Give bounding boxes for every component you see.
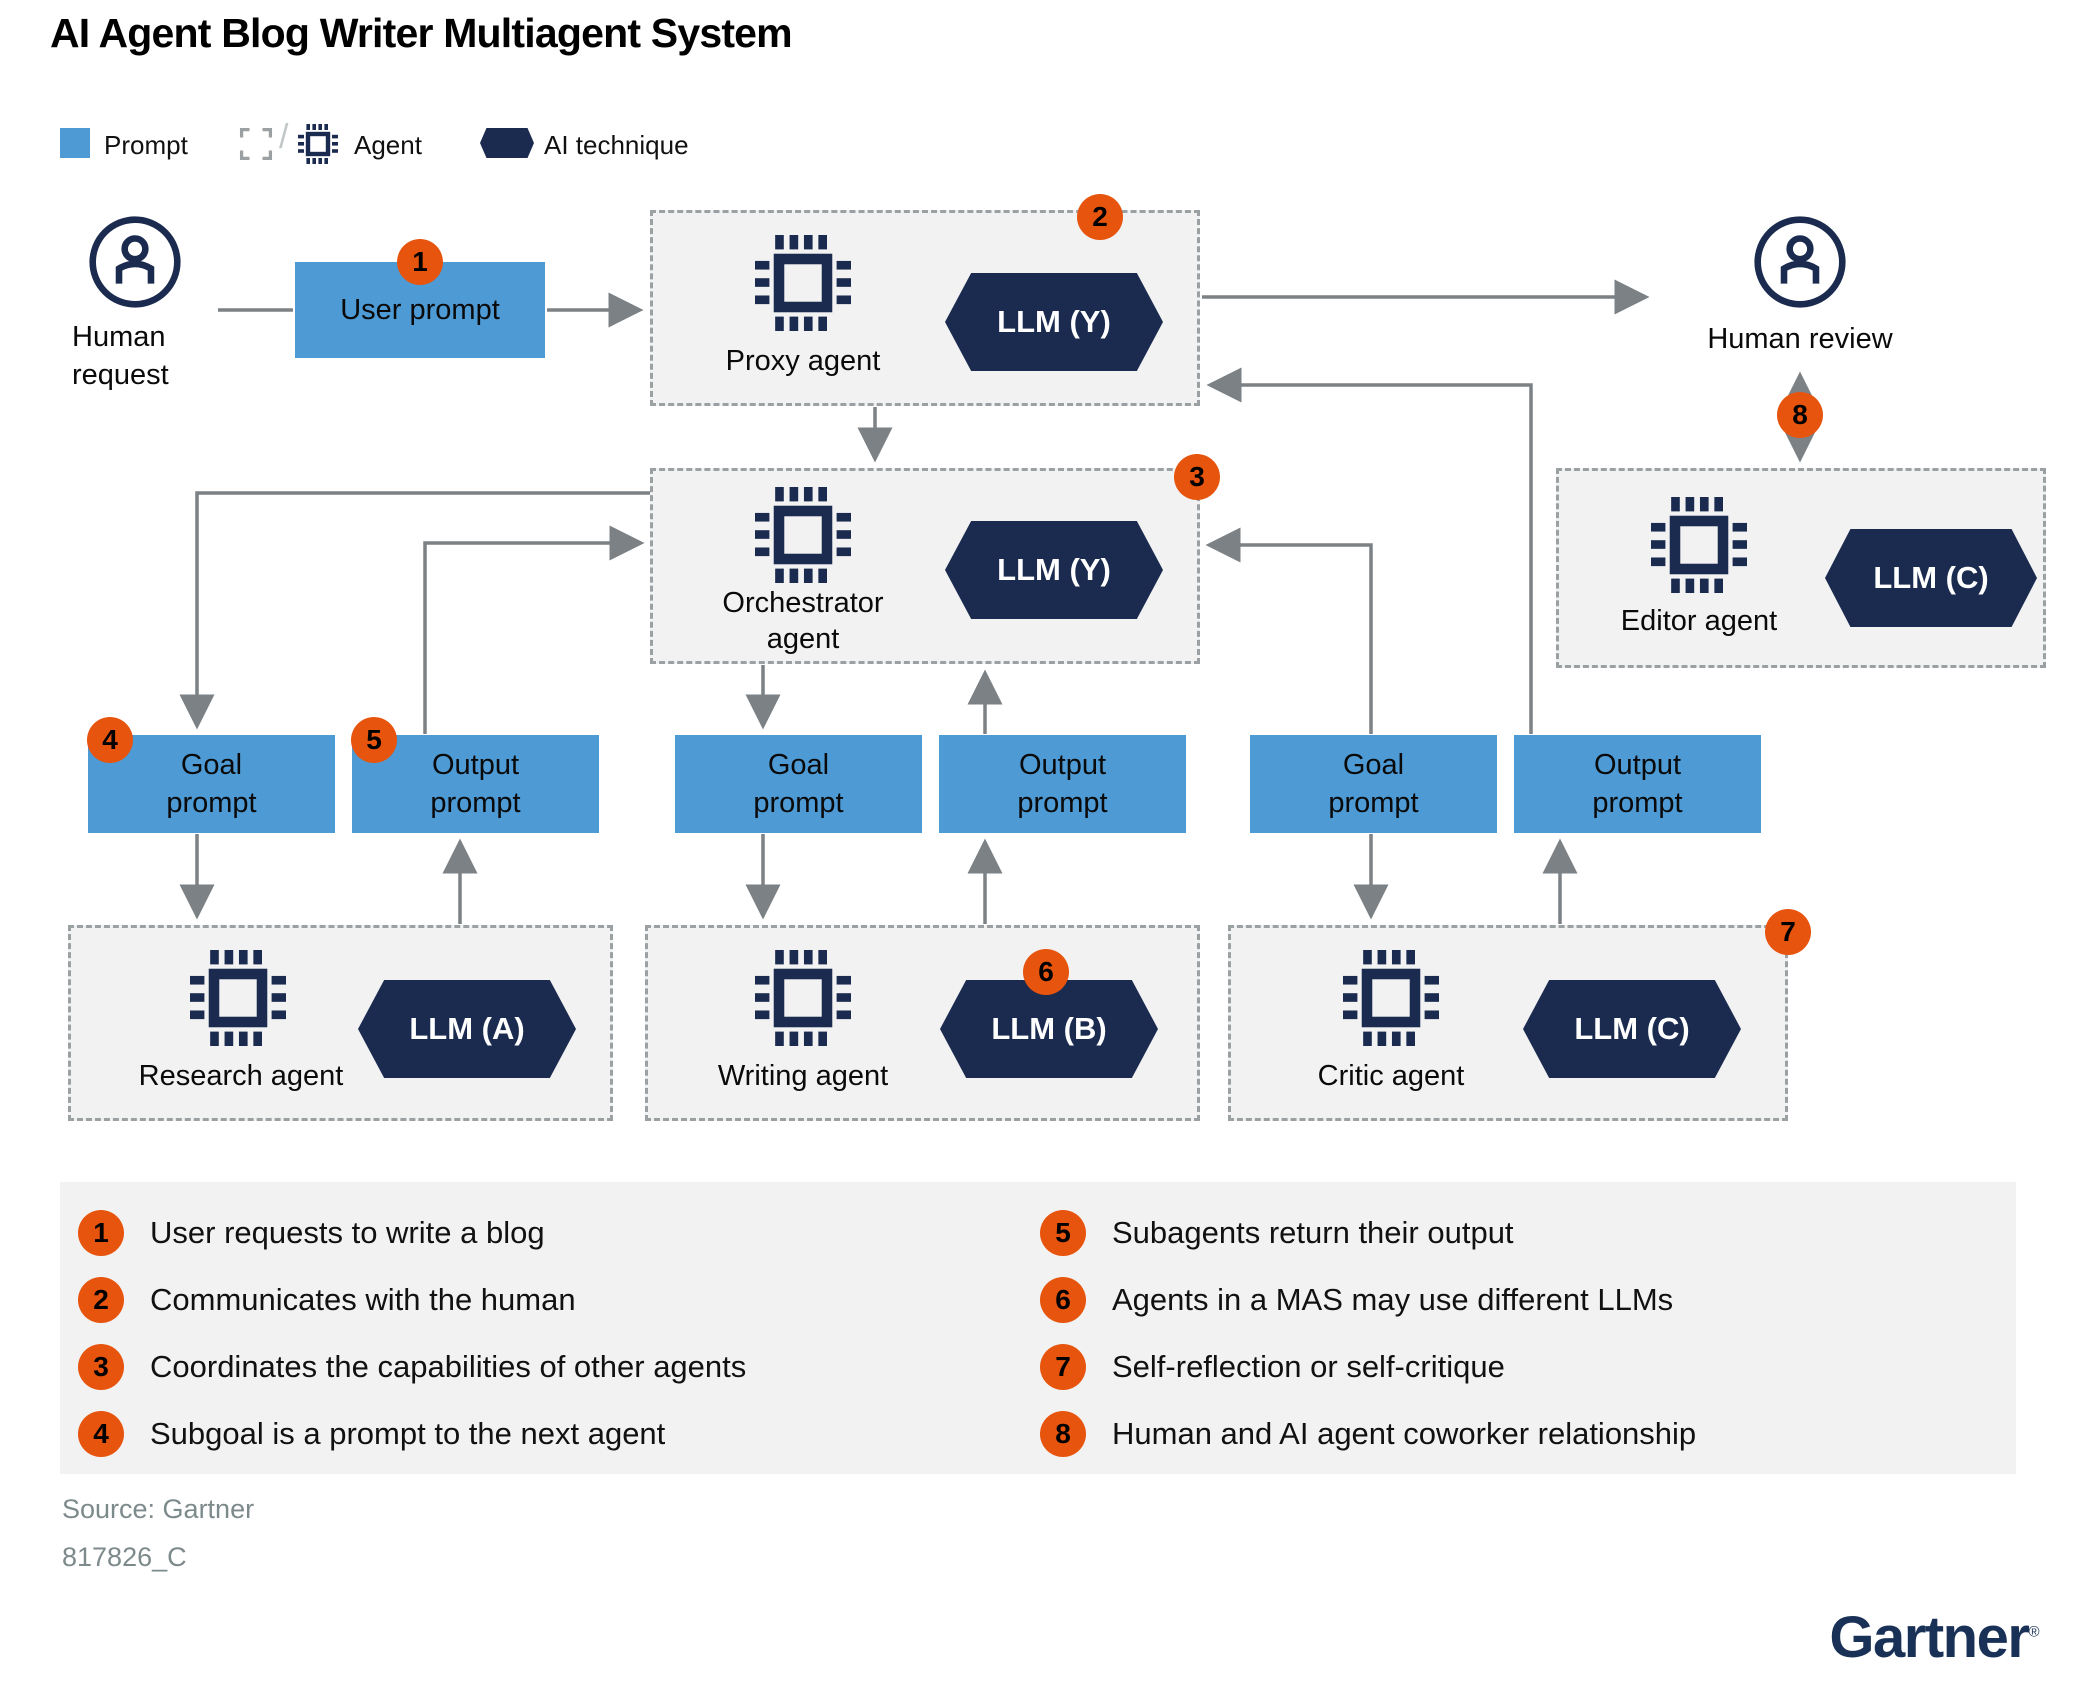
chip-icon	[1343, 950, 1439, 1046]
critic-llm-hexagon: LLM (C)	[1523, 980, 1741, 1078]
callout-badge-1: 1	[78, 1210, 124, 1256]
callout-badge-7: 7	[1040, 1344, 1086, 1390]
callout-panel	[60, 1182, 2016, 1474]
callout-text-3: Coordinates the capabilities of other ag…	[150, 1349, 747, 1384]
orchestrator-agent-box: Orchestrator agent LLM (Y)	[650, 468, 1200, 664]
chip-icon	[755, 950, 851, 1046]
writing-agent-box: Writing agent LLM (B)	[645, 925, 1200, 1121]
user-prompt-box: User prompt	[295, 262, 545, 358]
critic-agent-label: Critic agent	[1317, 1060, 1465, 1092]
callout-badge-8: 8	[1040, 1411, 1086, 1457]
callout-text-5: Subagents return their output	[1112, 1215, 1514, 1250]
badge-2: 2	[1077, 194, 1123, 240]
chip-icon	[755, 487, 851, 583]
legend-prompt-swatch	[60, 128, 90, 158]
writing-llm-hexagon: LLM (B)	[940, 980, 1158, 1078]
legend-technique-label: AI technique	[544, 130, 689, 160]
research-agent-label: Research agent	[138, 1060, 344, 1092]
research-llm-hexagon: LLM (A)	[358, 980, 576, 1078]
gartner-logo: Gartner®	[1829, 1605, 2039, 1670]
badge-7: 7	[1765, 909, 1811, 955]
badge-4: 4	[87, 717, 133, 763]
proxy-agent-box: Proxy agent LLM (Y)	[650, 210, 1200, 406]
source-line: Source: Gartner	[62, 1494, 255, 1524]
callout-badge-5: 5	[1040, 1210, 1086, 1256]
chip-icon	[1651, 497, 1747, 593]
registered-mark: ®	[2028, 1623, 2039, 1641]
callout-text-4: Subgoal is a prompt to the next agent	[150, 1416, 666, 1451]
legend-slash: /	[279, 118, 289, 156]
legend-prompt-label: Prompt	[104, 130, 188, 160]
critic-agent-box: Critic agent LLM (C)	[1228, 925, 1788, 1121]
editor-agent-box: Editor agent LLM (C)	[1556, 468, 2046, 668]
badge-1: 1	[397, 239, 443, 285]
page-title: AI Agent Blog Writer Multiagent System	[50, 10, 793, 56]
technique-hexagon-icon	[480, 128, 534, 158]
callout-badge-3: 3	[78, 1344, 124, 1390]
writing-agent-label: Writing agent	[717, 1060, 889, 1092]
human-review-label: Human review	[1707, 323, 1893, 355]
callout-badge-2: 2	[78, 1277, 124, 1323]
callout-badge-6: 6	[1040, 1277, 1086, 1323]
badge-3: 3	[1174, 454, 1220, 500]
orchestrator-llm-hexagon: LLM (Y)	[945, 521, 1163, 619]
badge-8: 8	[1777, 392, 1823, 438]
orchestrator-agent-label: Orchestrator agent	[722, 587, 884, 655]
document-id: 817826_C	[62, 1542, 187, 1572]
chip-icon	[190, 950, 286, 1046]
callout-text-6: Agents in a MAS may use different LLMs	[1112, 1282, 1674, 1317]
research-agent-box: Research agent LLM (A)	[68, 925, 613, 1121]
badge-5: 5	[351, 717, 397, 763]
callout-text-1: User requests to write a blog	[150, 1215, 545, 1250]
badge-6: 6	[1023, 949, 1069, 995]
chip-icon	[755, 235, 851, 331]
legend-agent-label: Agent	[354, 130, 422, 160]
proxy-llm-hexagon: LLM (Y)	[945, 273, 1163, 371]
proxy-agent-label: Proxy agent	[725, 345, 881, 377]
editor-llm-hexagon: LLM (C)	[1825, 529, 2037, 627]
callout-text-2: Communicates with the human	[150, 1282, 576, 1317]
editor-agent-label: Editor agent	[1620, 605, 1778, 637]
callout-text-8: Human and AI agent coworker relationship	[1112, 1416, 1697, 1451]
callout-text-7: Self-reflection or self-critique	[1112, 1349, 1505, 1384]
human-request-label: Human request	[72, 321, 169, 391]
callout-badge-4: 4	[78, 1411, 124, 1457]
